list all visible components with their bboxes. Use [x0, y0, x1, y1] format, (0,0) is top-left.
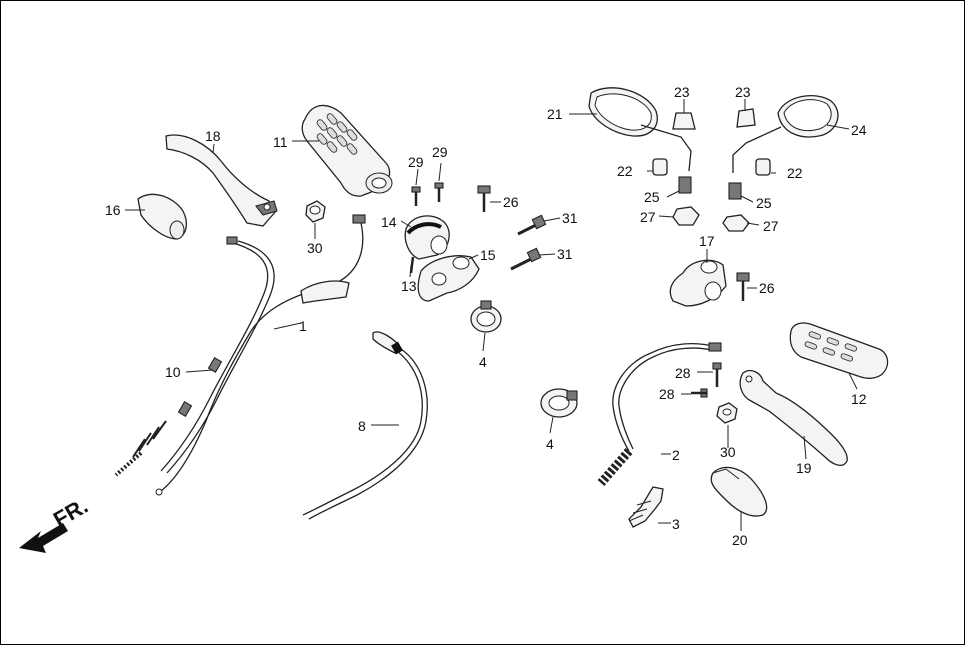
- rubber-boot: [628, 486, 664, 528]
- callout-31-upper: 31: [562, 210, 578, 226]
- callout-25-left: 25: [644, 189, 660, 205]
- lever-cover: [137, 193, 188, 240]
- callout-17: 17: [699, 233, 715, 249]
- leader-lines: [125, 99, 858, 531]
- callout-23-left: 23: [674, 84, 690, 100]
- screws-29: [411, 182, 444, 206]
- callout-26-left: 26: [503, 194, 519, 210]
- bolts-31: [510, 214, 547, 271]
- callout-18: 18: [205, 128, 221, 144]
- callout-24: 24: [851, 122, 867, 138]
- mirror-left: [588, 87, 692, 172]
- bolt-26-left: [477, 185, 491, 212]
- caps-23: [672, 108, 756, 130]
- callout-25-right: 25: [756, 195, 772, 211]
- front-direction-arrow: [19, 523, 68, 553]
- callout-12: 12: [851, 391, 867, 407]
- callout-29-right: 29: [432, 144, 448, 160]
- callout-21: 21: [547, 106, 563, 122]
- callout-labels: 1 2 3 4 4 8 10 11 12 13 14 15 16 17 18 1…: [105, 84, 867, 548]
- callout-14: 14: [381, 214, 397, 230]
- clutch-lever: [165, 134, 278, 227]
- screws-28: [691, 362, 722, 398]
- callout-13: 13: [401, 278, 417, 294]
- switch-wire-8: [302, 331, 428, 520]
- cables-1-10: [114, 214, 366, 496]
- mirror-right: [732, 95, 839, 173]
- front-direction-label: FR.: [49, 493, 92, 532]
- brake-cable: [597, 342, 722, 486]
- brake-lever-housing: [669, 259, 727, 307]
- nut-left: [305, 200, 326, 223]
- clamp-4-lower: [540, 388, 578, 418]
- brake-lever: [739, 369, 848, 467]
- clamp-4-upper: [470, 300, 502, 333]
- callout-15: 15: [480, 247, 496, 263]
- callout-26-right: 26: [759, 280, 775, 296]
- nuts-27: [672, 206, 750, 232]
- bolt-26-right: [736, 272, 750, 301]
- brake-lever-cover: [710, 466, 768, 517]
- callout-23-right: 23: [735, 84, 751, 100]
- callout-22-left: 22: [617, 163, 633, 179]
- callout-22-right: 22: [787, 165, 803, 181]
- callout-29-left: 29: [408, 154, 424, 170]
- callout-2: 2: [672, 447, 680, 463]
- callout-11: 11: [273, 134, 288, 150]
- callout-16: 16: [105, 202, 121, 218]
- throttle-grip: [301, 104, 393, 197]
- callout-4-upper: 4: [479, 354, 487, 370]
- callout-3: 3: [672, 516, 680, 532]
- nut-right: [716, 402, 738, 424]
- throttle-housing: [404, 215, 480, 302]
- callout-8: 8: [358, 418, 366, 434]
- callout-30-left: 30: [307, 240, 323, 256]
- callout-1: 1: [299, 318, 307, 334]
- callout-10: 10: [165, 364, 181, 380]
- callout-20: 20: [732, 532, 748, 548]
- callout-27-right: 27: [763, 218, 779, 234]
- callout-30-right: 30: [720, 444, 736, 460]
- callout-27-left: 27: [640, 209, 656, 225]
- callout-28-lower: 28: [659, 386, 675, 402]
- callout-4-lower: 4: [546, 436, 554, 452]
- right-grip: [789, 322, 889, 379]
- callout-28-upper: 28: [675, 365, 691, 381]
- callout-19: 19: [796, 460, 812, 476]
- callout-31-lower: 31: [557, 246, 573, 262]
- adapters-25: [678, 176, 742, 200]
- caps-22: [652, 158, 771, 176]
